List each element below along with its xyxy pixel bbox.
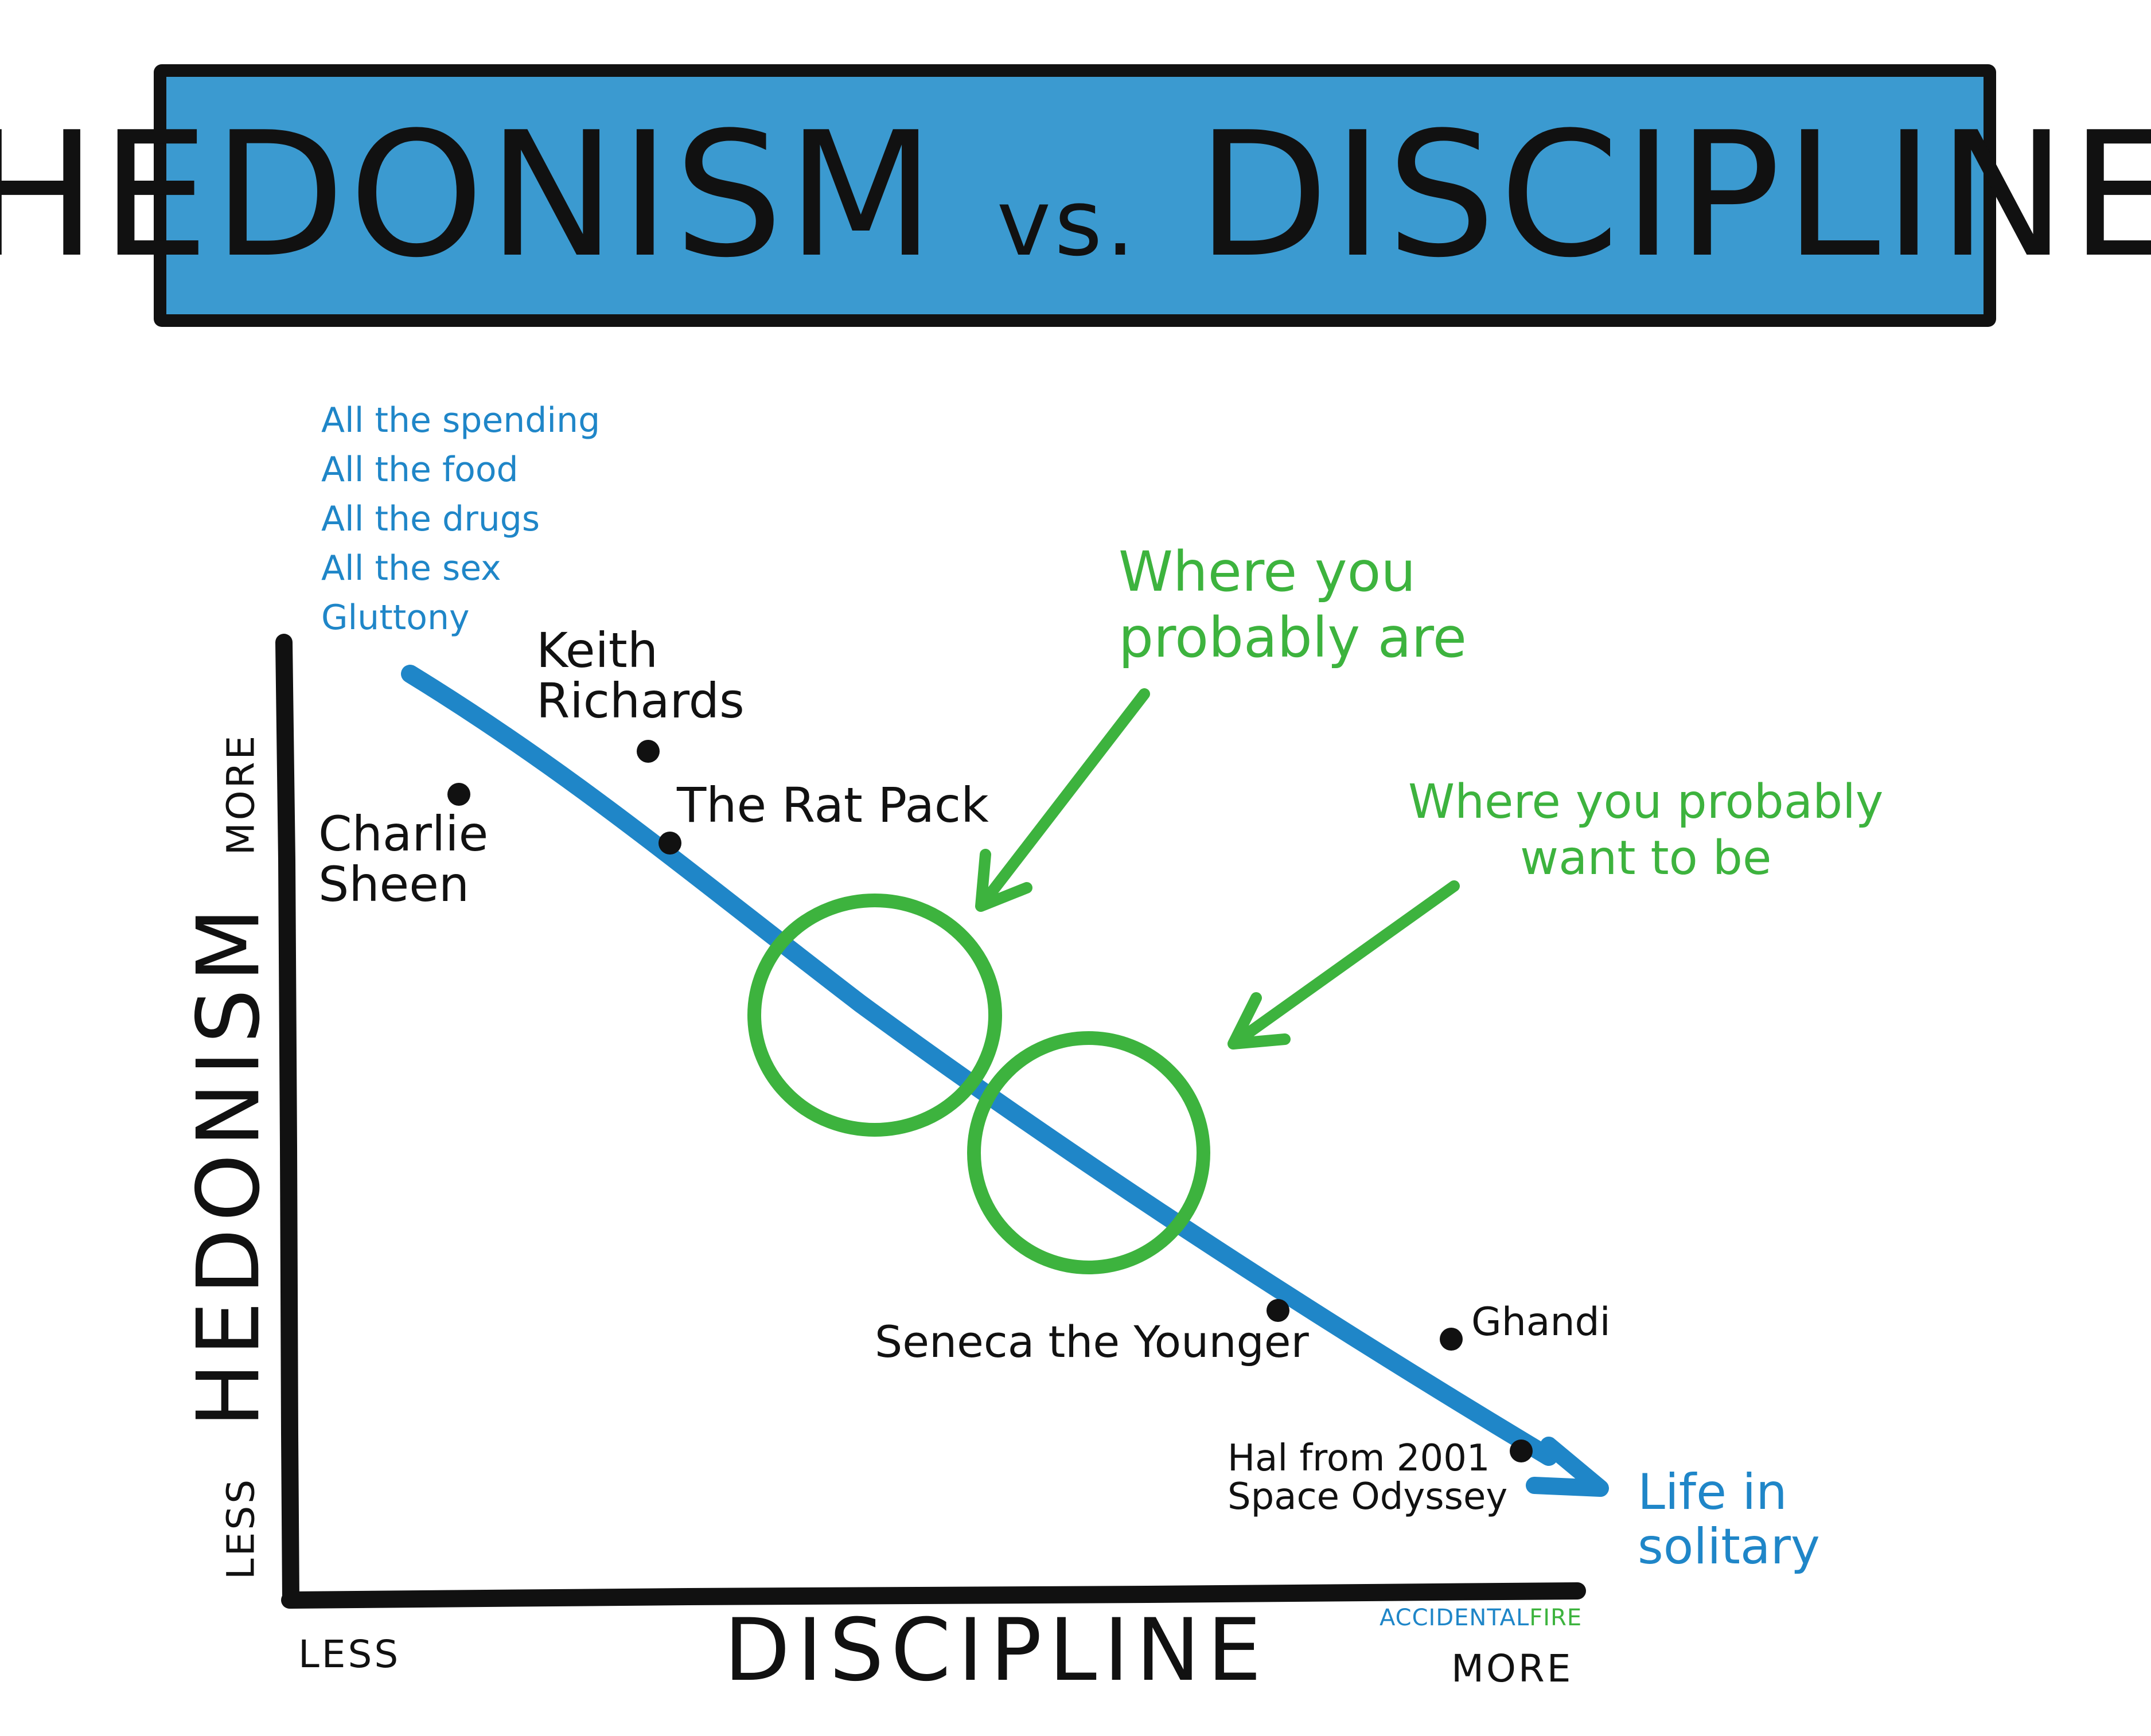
dot-keith-richards bbox=[637, 740, 660, 763]
x-tick-more: MORE bbox=[1451, 1647, 1573, 1691]
target-position-circle bbox=[967, 1031, 1210, 1274]
current-arrow bbox=[975, 688, 1150, 912]
page-title: HEDONISM vs. DISCIPLINE bbox=[0, 110, 2151, 282]
brand-logo: ACCIDENTALFIRE bbox=[1380, 1606, 1582, 1630]
trend-line bbox=[401, 665, 1558, 1466]
dot-seneca bbox=[1267, 1299, 1289, 1322]
label-seneca: Seneca the Younger bbox=[875, 1316, 1309, 1367]
title-banner: HEDONISM vs. DISCIPLINE bbox=[0, 64, 2151, 327]
label-ghandi: Ghandi bbox=[1471, 1300, 1611, 1345]
hedonism-item: All the drugs bbox=[321, 499, 540, 539]
title-discipline: DISCIPLINE bbox=[1196, 95, 2151, 295]
y-tick-more: MORE bbox=[219, 733, 263, 856]
y-tick-less: LESS bbox=[219, 1477, 263, 1580]
current-position-circle bbox=[747, 894, 1002, 1137]
x-axis-line bbox=[281, 1582, 1586, 1609]
annotation-target: Where you probably want to be bbox=[1408, 775, 1884, 886]
label-charlie-sheen: Charlie Sheen bbox=[318, 806, 489, 913]
y-axis-line bbox=[275, 634, 299, 1609]
hedonism-item: All the spending bbox=[321, 400, 601, 440]
hedonism-extreme-list: All the spending All the food All the dr… bbox=[321, 396, 600, 642]
dot-ghandi bbox=[1440, 1328, 1463, 1351]
y-axis-title: HEDONISM bbox=[179, 900, 279, 1428]
dot-rat-pack bbox=[658, 832, 681, 855]
title-vs: vs. bbox=[996, 169, 1139, 276]
title-hedonism: HEDONISM bbox=[0, 95, 939, 295]
target-arrow bbox=[1228, 880, 1460, 1050]
brand-part-1: ACCIDENTAL bbox=[1380, 1605, 1530, 1631]
hedonism-item: All the food bbox=[321, 450, 519, 490]
dot-charlie-sheen bbox=[447, 783, 470, 806]
hedonism-item: All the sex bbox=[321, 548, 501, 588]
x-tick-less: LESS bbox=[298, 1632, 401, 1676]
trend-arrowhead bbox=[1526, 1437, 1609, 1497]
label-keith-richards: Keith Richards bbox=[536, 622, 745, 729]
label-life-in-solitary: Life in solitary bbox=[1638, 1464, 1820, 1575]
annotation-current: Where you probably are bbox=[1119, 540, 1467, 670]
dot-hal bbox=[1510, 1439, 1533, 1462]
brand-part-2: FIRE bbox=[1529, 1605, 1583, 1631]
label-rat-pack: The Rat Pack bbox=[677, 777, 989, 833]
label-hal: Hal from 2001 Space Odyssey bbox=[1228, 1437, 1508, 1519]
hedonism-item: Gluttony bbox=[321, 598, 470, 638]
x-axis-title: DISCIPLINE bbox=[724, 1601, 1269, 1700]
